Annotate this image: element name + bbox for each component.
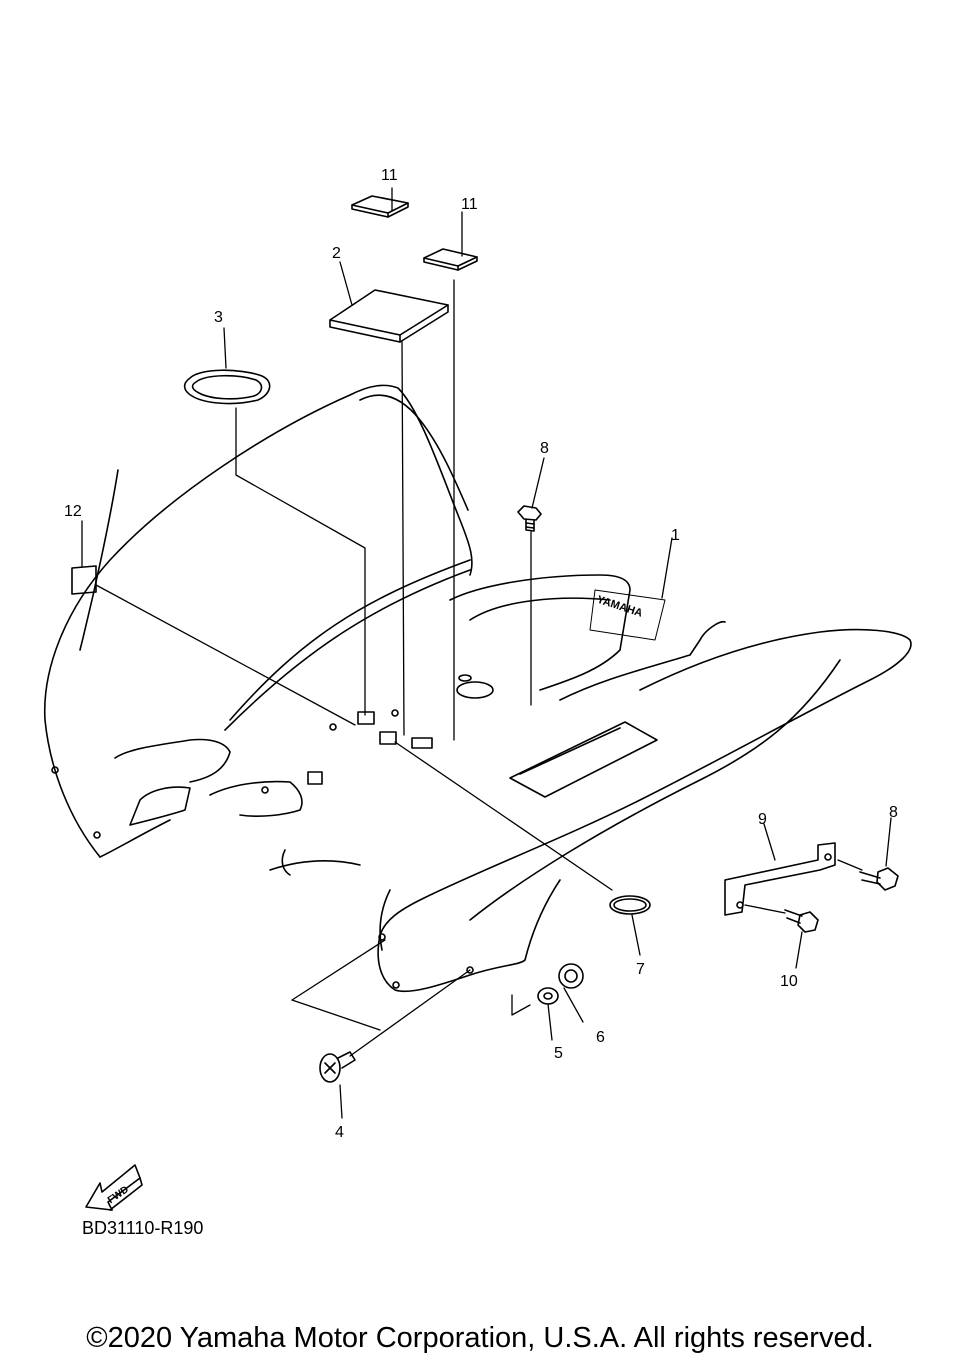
screw-part-4: [319, 1051, 356, 1083]
bolt-part-10: [784, 909, 819, 933]
callout-2: 2: [332, 245, 341, 262]
callout-10: 10: [780, 973, 798, 990]
washer-part-5: [537, 987, 559, 1005]
callout-12: 12: [64, 503, 82, 520]
oring-part-7: [609, 895, 651, 915]
callout-6: 6: [596, 1029, 605, 1046]
pad-part-11-a: [351, 195, 409, 218]
callout-8-top: 8: [540, 440, 549, 457]
callout-11-a: 11: [381, 167, 398, 184]
gasket-part-3: [183, 369, 271, 405]
diagram-code: BD31110-R190: [82, 1218, 204, 1238]
pad-part-12: [71, 565, 97, 595]
yamaha-logo: YAMAHA: [595, 594, 644, 620]
callout-8-right: 8: [889, 804, 898, 821]
grommet-part-6: [558, 963, 584, 989]
copyright-notice: ©2020 Yamaha Motor Corporation, U.S.A. A…: [86, 1322, 874, 1354]
bolt-part-8-top: [517, 505, 542, 532]
bolt-part-8-right: [859, 867, 899, 891]
callout-4: 4: [335, 1124, 344, 1141]
callout-3: 3: [214, 309, 223, 326]
callout-7: 7: [636, 961, 645, 978]
pad-part-2: [329, 289, 449, 343]
pad-part-11-b: [423, 248, 478, 271]
callout-5: 5: [554, 1045, 563, 1062]
hull-body: [43, 384, 912, 993]
callout-1: 1: [671, 527, 680, 544]
callout-9: 9: [758, 811, 767, 828]
forward-arrow-icon: [85, 1164, 143, 1211]
leader-lines: [81, 187, 892, 1119]
callout-11-b: 11: [461, 196, 478, 213]
bracket-part-9: [724, 842, 836, 916]
